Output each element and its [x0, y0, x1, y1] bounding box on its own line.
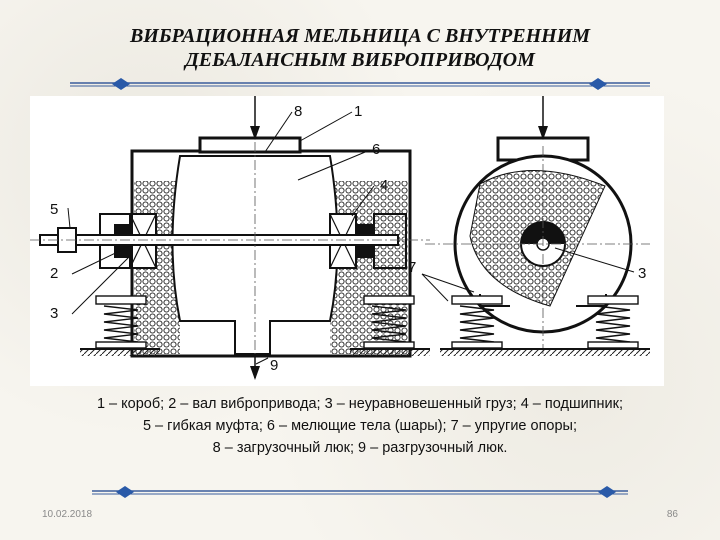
callout-6: 6 [372, 141, 380, 158]
callout-5: 5 [50, 201, 58, 218]
callout-4: 4 [380, 177, 388, 194]
side-view: 7 3 [408, 96, 650, 356]
legend-line-3: 8 – загрузочный люк; 9 – разгрузочный лю… [212, 440, 508, 456]
footer-diamond-right [598, 486, 616, 498]
mill-diagram: 8 1 6 4 5 2 3 9 [30, 96, 664, 386]
slide-title-line-2: ДЕБАЛАНСНЫМ ВИБРОПРИВОДОМ [185, 49, 535, 71]
diagram-legend: 1 – короб; 2 – вал вибропривода; 3 – неу… [20, 393, 700, 459]
callout-9: 9 [270, 357, 278, 374]
slide-number: 86 [666, 509, 678, 520]
divider-diamond-right [589, 78, 607, 90]
footer-divider [92, 486, 628, 498]
callout-2: 2 [50, 265, 58, 282]
slide-title-line-1: ВИБРАЦИОННАЯ МЕЛЬНИЦА С ВНУТРЕННИМ [129, 25, 591, 47]
legend-line-2: 5 – гибкая муфта; 6 – мелющие тела (шары… [142, 418, 578, 434]
callout-1: 1 [354, 103, 362, 120]
title-divider [70, 78, 650, 90]
callout-3-side: 3 [638, 265, 646, 282]
slide-title: ВИБРАЦИОННАЯ МЕЛЬНИЦА С ВНУТРЕННИМ ДЕБАЛ… [60, 24, 660, 72]
callout-7: 7 [408, 259, 416, 276]
slide-date: 10.02.2018 [42, 509, 93, 520]
legend-line-1: 1 – короб; 2 – вал вибропривода; 3 – неу… [96, 396, 624, 412]
front-view: 8 1 6 4 5 2 3 9 [30, 96, 430, 380]
divider-diamond-left [112, 78, 130, 90]
callout-8: 8 [294, 103, 302, 120]
callout-3: 3 [50, 305, 58, 322]
footer-diamond-left [116, 486, 134, 498]
